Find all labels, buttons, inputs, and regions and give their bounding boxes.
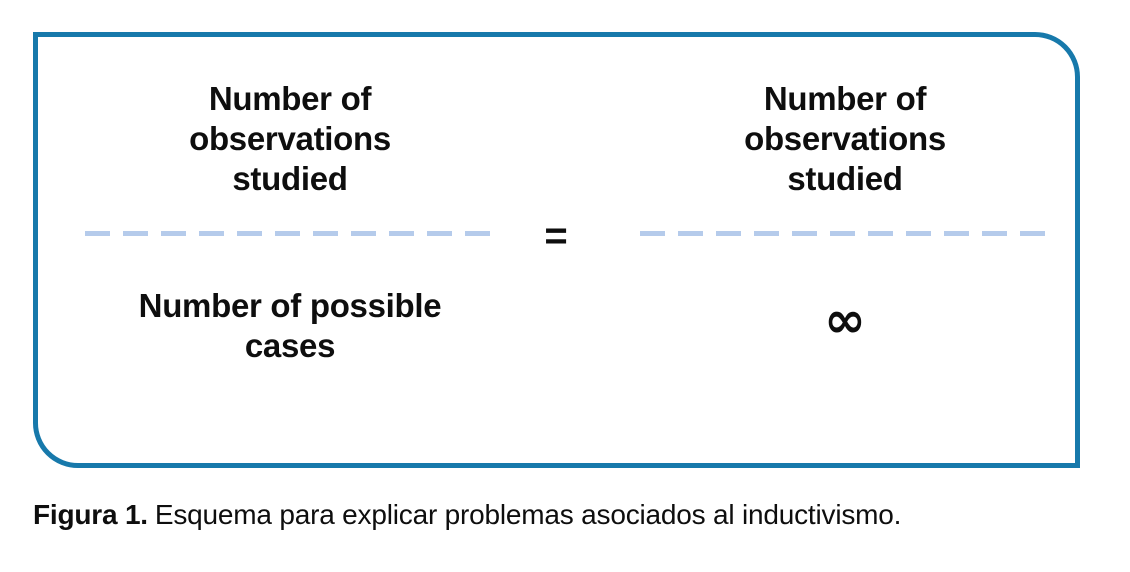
fraction-left-denominator: Number of possible cases: [138, 287, 442, 364]
infinity-symbol: ∞: [824, 291, 866, 349]
figure-caption-text: Esquema para explicar problemas asociado…: [154, 499, 902, 530]
equation: Number of observations studied Number of…: [38, 37, 1075, 366]
figure-caption-label: Figura 1.: [33, 499, 148, 530]
equals-sign: =: [544, 214, 568, 258]
dashed-fraction-bar-right: [640, 231, 1050, 236]
figure-box: Number of observations studied Number of…: [33, 32, 1080, 468]
fraction-right-numerator: Number of observations studied: [744, 80, 946, 197]
dashed-fraction-bar-left: [85, 231, 495, 236]
fraction-left: Number of observations studied Number of…: [85, 79, 495, 366]
fraction-left-numerator: Number of observations studied: [189, 80, 391, 197]
figure-caption: Figura 1.Esquema para explicar problemas…: [33, 498, 901, 532]
fraction-right: Number of observations studied ∞: [640, 79, 1050, 349]
